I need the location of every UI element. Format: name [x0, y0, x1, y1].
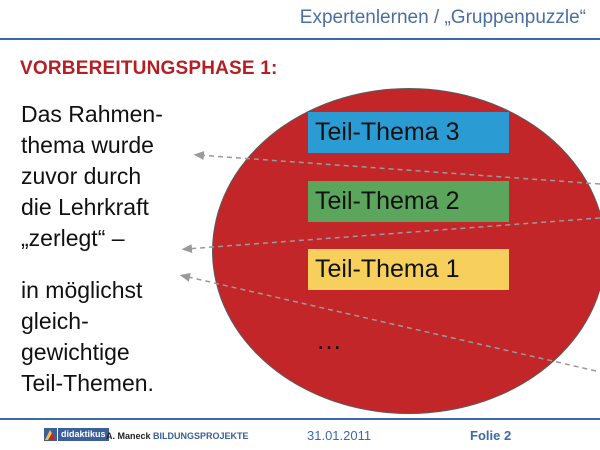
dashed-arrow	[193, 150, 600, 185]
body-paragraph-2: in möglichst gleich- gewichtige Teil-The…	[21, 275, 221, 399]
slide-header-title: Expertenlernen / „Gruppenpuzzle“	[299, 7, 586, 28]
topic-box-3: Teil-Thema 3	[308, 112, 509, 153]
footer-date: 31.01.2011	[307, 428, 372, 443]
body-paragraph-1: Das Rahmen- thema wurde zuvor durch die …	[21, 99, 221, 254]
footer-divider	[0, 418, 600, 420]
body-line: in möglichst	[21, 277, 143, 303]
logo-text: didaktikus	[58, 428, 109, 441]
author-name: A. Maneck	[106, 431, 151, 441]
author-brand: BILDUNGSPROJEKTE	[153, 431, 249, 441]
phase-heading: VORBEREITUNGSPHASE 1:	[20, 58, 278, 79]
topic-box-1: Teil-Thema 1	[308, 249, 509, 290]
body-line: thema wurde	[21, 132, 154, 158]
slide-number: Folie 2	[470, 428, 512, 443]
header-divider	[0, 38, 600, 40]
body-line: Das Rahmen-	[21, 101, 163, 127]
footer-author: A. Maneck BILDUNGSPROJEKTE	[106, 431, 249, 441]
body-line: zuvor durch	[21, 163, 142, 189]
didaktikus-logo: didaktikus	[44, 428, 109, 441]
more-topics-ellipsis: …	[316, 325, 342, 355]
body-line: gewichtige	[21, 339, 130, 365]
body-line: gleich-	[21, 308, 89, 334]
body-line: „zerlegt“ –	[21, 225, 125, 251]
body-line: Teil-Themen.	[21, 370, 154, 396]
body-line: die Lehrkraft	[21, 194, 149, 220]
logo-mark-icon	[44, 428, 57, 441]
topic-box-2: Teil-Thema 2	[308, 181, 509, 222]
dashed-arrow	[179, 272, 597, 372]
dashed-arrow	[181, 217, 600, 254]
